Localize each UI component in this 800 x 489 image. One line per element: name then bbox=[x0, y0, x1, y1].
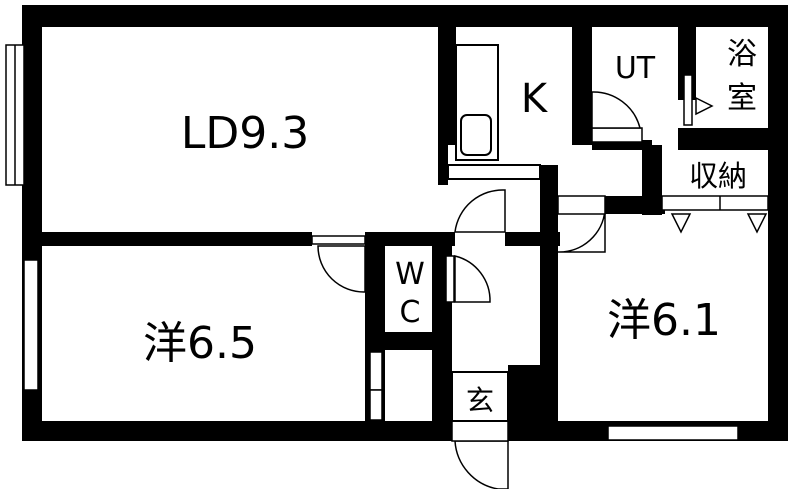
entrance-box bbox=[451, 371, 509, 422]
wall-kitchen-ut bbox=[572, 5, 592, 145]
door-western-right bbox=[557, 209, 606, 253]
walls bbox=[22, 5, 788, 441]
doors bbox=[311, 91, 641, 489]
wall-wc-bottom bbox=[365, 332, 452, 350]
window-western-right bbox=[607, 425, 739, 441]
door-ut bbox=[591, 91, 641, 129]
closet-door bbox=[369, 389, 383, 421]
label-storage: 収納 bbox=[689, 159, 747, 193]
wall-ut-bottom bbox=[592, 140, 652, 150]
closet-door bbox=[369, 351, 383, 391]
outer-wall-bottom-left bbox=[22, 421, 452, 441]
label-western-right: 洋6.1 bbox=[607, 295, 721, 346]
label-bath-bottom: 室 bbox=[727, 81, 757, 116]
door-western-left bbox=[317, 245, 366, 293]
storage-hanger-icons bbox=[670, 96, 768, 234]
hanger-icon bbox=[670, 213, 692, 234]
door-wc bbox=[454, 255, 491, 303]
outer-wall-right bbox=[768, 5, 788, 441]
wall-ld-bottom bbox=[22, 232, 312, 246]
label-kitchen: K bbox=[521, 76, 549, 122]
label-western-left: 洋6.5 bbox=[143, 318, 257, 369]
hanger-icon bbox=[746, 213, 768, 234]
kitchen-fixtures bbox=[447, 44, 541, 180]
sink-icon bbox=[460, 114, 492, 156]
wall-ld-bottom-2 bbox=[365, 232, 455, 246]
kitchen-cabinet bbox=[447, 164, 541, 180]
door-entrance bbox=[454, 440, 509, 489]
label-ld: LD9.3 bbox=[181, 108, 309, 159]
label-entrance: 玄 bbox=[466, 384, 494, 417]
outer-wall-top bbox=[22, 5, 788, 27]
label-wc-top: W bbox=[395, 257, 425, 292]
bath-door-frame bbox=[683, 74, 693, 126]
bath-door-arrow-icon bbox=[695, 96, 714, 116]
door-ld-hall bbox=[454, 189, 506, 233]
wall-corridor-right bbox=[540, 165, 558, 421]
label-wc-bottom: C bbox=[400, 295, 421, 330]
window-western-left bbox=[23, 259, 39, 391]
wall-ld-kitchen-low bbox=[438, 145, 448, 185]
wall-entrance-right bbox=[508, 365, 558, 441]
fixtures-misc bbox=[591, 74, 769, 211]
door-western-left-frame bbox=[311, 235, 366, 245]
ut-bottom-cabinet bbox=[591, 127, 643, 143]
wall-ld-kitchen bbox=[438, 5, 456, 145]
wall-bath-bottom bbox=[678, 128, 788, 150]
room-labels: LD9.3 K UT 浴 室 収納 洋6.5 洋6.1 W C 玄 bbox=[143, 37, 757, 417]
wall-entrance-left bbox=[432, 350, 452, 441]
label-bath-top: 浴 bbox=[727, 37, 757, 72]
storage-shelf bbox=[661, 195, 769, 211]
wall-storage-bottom bbox=[605, 196, 665, 214]
label-utility: UT bbox=[615, 51, 656, 86]
windows bbox=[5, 44, 739, 441]
